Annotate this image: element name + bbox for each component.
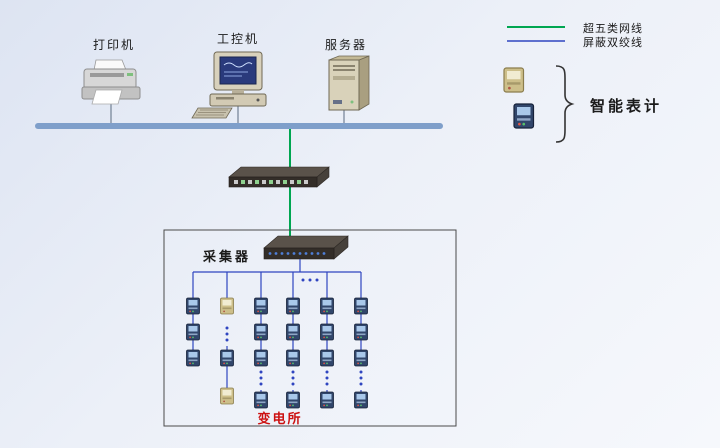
meter-yellow-icon (503, 67, 525, 93)
meter-icon (354, 349, 368, 367)
industrial-pc-icon (191, 51, 267, 119)
meter-icon (286, 349, 300, 367)
meter-icon (354, 391, 368, 409)
meter-icon (320, 349, 334, 367)
legend-cat5-label: 超五类网线 (583, 22, 643, 35)
server-label: 服务器 (324, 38, 367, 52)
industrial-pc-label: 工控机 (216, 32, 259, 46)
meter-icon (286, 297, 300, 315)
smart-meters-label: 智能表计 (590, 97, 663, 115)
meter-icon (354, 323, 368, 341)
meter-icon (186, 297, 200, 315)
collector-icon (263, 235, 349, 260)
ethernet-switch-icon (228, 166, 330, 188)
meter-icon (354, 297, 368, 315)
printer-label: 打印机 (92, 38, 135, 52)
meter-icon (286, 323, 300, 341)
collector-label: 采集器 (203, 250, 252, 265)
meter-icon (220, 349, 234, 367)
continuation-dots (225, 278, 363, 386)
meter-yellow-icon (220, 387, 234, 405)
substation-label: 变电所 (257, 412, 303, 427)
meter-grid (186, 297, 368, 409)
meter-icon (254, 349, 268, 367)
printer-icon (81, 59, 141, 105)
meter-icon (320, 323, 334, 341)
brace-icon (555, 65, 575, 143)
substation-box (163, 229, 457, 427)
meter-icon (186, 349, 200, 367)
meter-icon (320, 391, 334, 409)
meter-icon (254, 323, 268, 341)
meter-icon (320, 297, 334, 315)
twisted-pair-wires (192, 259, 362, 400)
meter-icon (254, 297, 268, 315)
legend-stp-label: 屏蔽双绞线 (583, 36, 643, 49)
meter-icon (286, 391, 300, 409)
smart-meter-sample-icons (503, 67, 535, 129)
meter-icon (186, 323, 200, 341)
meter-yellow-icon (220, 297, 234, 315)
meter-icon (254, 391, 268, 409)
meter-icon (513, 103, 535, 129)
server-icon (328, 55, 370, 111)
